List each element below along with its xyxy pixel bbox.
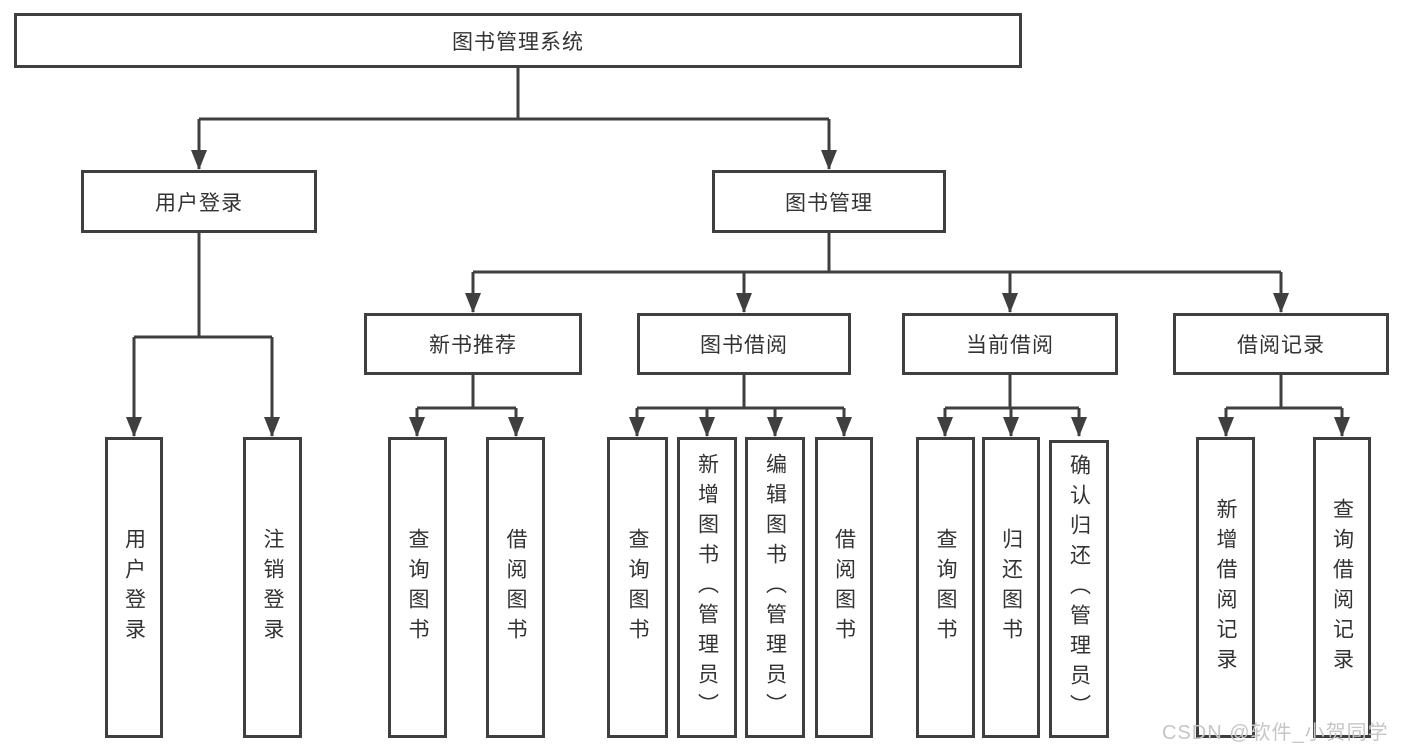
leaf-user-login-label: 用户登录	[122, 527, 146, 648]
node-user-login-label: 用户登录	[155, 191, 243, 215]
leaf-br-query-borrow-record: 查询借阅记录	[1313, 437, 1371, 738]
leaf-cb-confirm-return-admin: 确认归还（管理员）	[1049, 440, 1109, 738]
csdn-watermark: CSDN @软件_小贺同学	[1162, 722, 1389, 744]
leaf-cb-query-books-label: 查询图书	[934, 527, 957, 648]
node-borrow-records-label: 借阅记录	[1237, 334, 1325, 357]
leaf-br-query-borrow-record-label: 查询借阅记录	[1330, 497, 1354, 678]
leaf-logout: 注销登录	[243, 437, 302, 738]
node-current-borrow: 当前借阅	[902, 313, 1118, 375]
node-new-book-recommend: 新书推荐	[364, 313, 582, 375]
leaf-bb-edit-books-admin: 编辑图书（管理员）	[745, 437, 805, 738]
leaf-cb-return-books-label: 归还图书	[999, 527, 1023, 648]
leaf-bb-add-books-admin-label: 新增图书（管理员）	[695, 452, 719, 723]
leaf-bb-add-books-admin: 新增图书（管理员）	[677, 437, 737, 738]
node-root: 图书管理系统	[14, 13, 1022, 68]
node-book-borrow: 图书借阅	[637, 313, 851, 375]
leaf-logout-label: 注销登录	[261, 527, 284, 648]
leaf-bb-borrow-books-label: 借阅图书	[832, 527, 856, 648]
node-root-label: 图书管理系统	[452, 30, 584, 54]
node-new-book-recommend-label: 新书推荐	[429, 334, 517, 357]
leaf-cb-query-books: 查询图书	[916, 437, 975, 738]
leaf-bb-query-books: 查询图书	[607, 437, 668, 738]
node-book-management-label: 图书管理	[785, 191, 873, 215]
leaf-nbr-query-books-label: 查询图书	[406, 527, 429, 648]
node-borrow-records: 借阅记录	[1173, 313, 1389, 375]
leaf-bb-borrow-books: 借阅图书	[815, 437, 873, 738]
node-user-login: 用户登录	[81, 170, 317, 233]
leaf-cb-return-books: 归还图书	[982, 437, 1040, 738]
leaf-cb-confirm-return-admin-label: 确认归还（管理员）	[1067, 454, 1091, 724]
leaf-nbr-borrow-books-label: 借阅图书	[504, 527, 527, 648]
leaf-br-add-borrow-record-label: 新增借阅记录	[1214, 497, 1237, 678]
leaf-nbr-query-books: 查询图书	[388, 437, 447, 738]
leaf-user-login: 用户登录	[105, 437, 163, 738]
leaf-nbr-borrow-books: 借阅图书	[486, 437, 545, 738]
leaf-br-add-borrow-record: 新增借阅记录	[1196, 437, 1255, 738]
node-current-borrow-label: 当前借阅	[966, 334, 1054, 357]
node-book-borrow-label: 图书借阅	[700, 334, 788, 357]
node-book-management: 图书管理	[712, 170, 946, 233]
leaf-bb-edit-books-admin-label: 编辑图书（管理员）	[763, 452, 787, 723]
leaf-bb-query-books-label: 查询图书	[626, 527, 649, 648]
